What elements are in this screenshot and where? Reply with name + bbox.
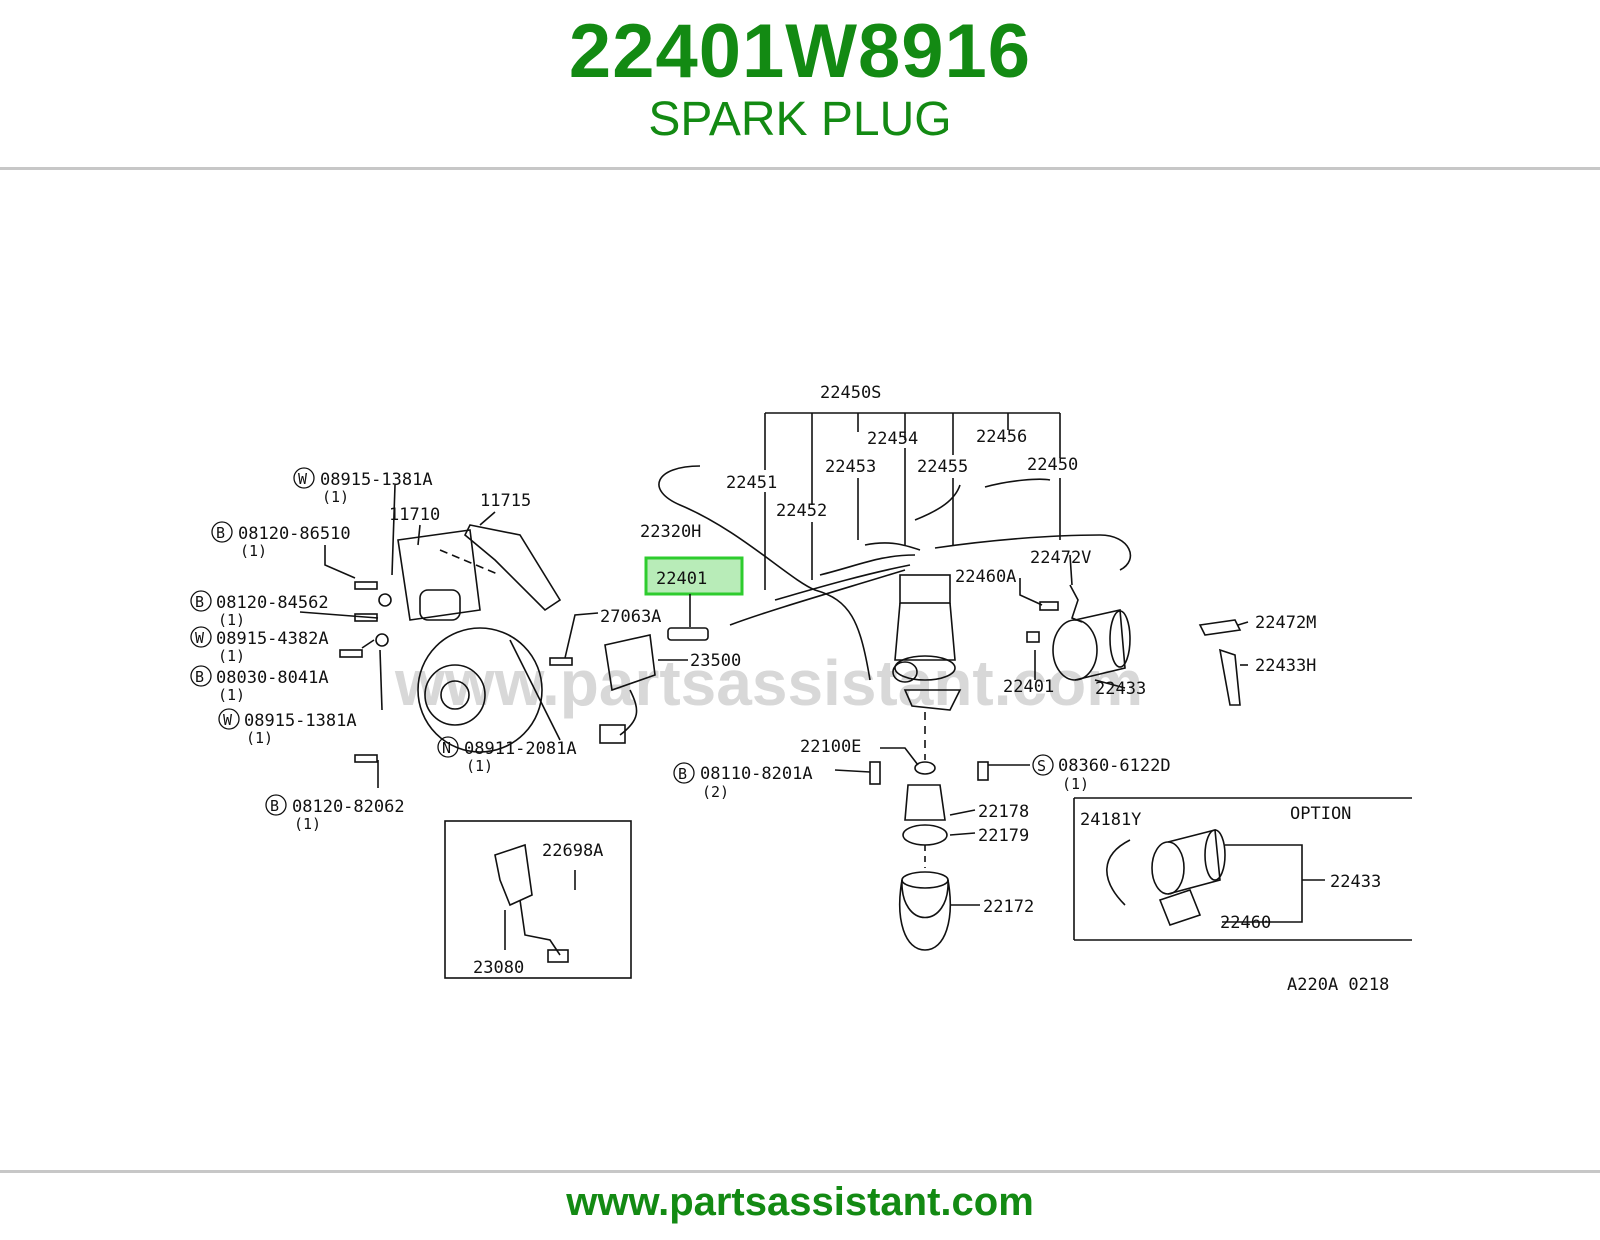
label-22698a[interactable]: 22698A <box>542 841 603 861</box>
bolt-b3-qty: (1) <box>218 686 245 704</box>
label-24181y[interactable]: 24181Y <box>1080 810 1141 830</box>
label-22454[interactable]: 22454 <box>867 429 918 449</box>
bolt-b1-qty: (1) <box>240 542 267 560</box>
bolt-w2-number[interactable]: 08915-4382A <box>216 629 329 649</box>
footer-divider <box>0 1170 1600 1173</box>
bolt-b5-number[interactable]: 08110-8201A <box>700 764 813 784</box>
bolt-b3-symbol: B <box>195 668 204 686</box>
bolt-b4-qty: (1) <box>294 815 321 833</box>
label-11710[interactable]: 11710 <box>389 505 440 525</box>
label-22450s[interactable]: 22450S <box>820 383 881 403</box>
label-22472m[interactable]: 22472M <box>1255 613 1316 633</box>
bolt-w2-symbol: W <box>195 629 205 647</box>
label-22455[interactable]: 22455 <box>917 457 968 477</box>
label-27063a[interactable]: 27063A <box>600 607 661 627</box>
bolt-b4-number[interactable]: 08120-82062 <box>292 797 405 817</box>
bolt-w2-qty: (1) <box>218 647 245 665</box>
part-name-subtitle: SPARK PLUG <box>648 93 952 146</box>
bolt-b2-qty: (1) <box>218 611 245 629</box>
label-22401-spark-plug[interactable]: 22401 <box>656 569 707 589</box>
bolt-b4-symbol: B <box>270 797 279 815</box>
bolt-b3-number[interactable]: 08030-8041A <box>216 668 329 688</box>
bolt-w1-symbol: W <box>298 470 308 488</box>
bolt-w3-symbol: W <box>223 711 233 729</box>
bolt-b1-symbol: B <box>216 524 225 542</box>
label-22433-main[interactable]: 22433 <box>1095 679 1146 699</box>
bolt-n1-symbol: N <box>442 739 451 757</box>
bolt-w3-number[interactable]: 08915-1381A <box>244 711 357 731</box>
bolt-b2-symbol: B <box>195 593 204 611</box>
bolt-b2-number[interactable]: 08120-84562 <box>216 593 329 613</box>
bolt-w1-number[interactable]: 08915-1381A <box>320 470 433 490</box>
label-22433h[interactable]: 22433H <box>1255 656 1316 676</box>
highlight-box-22401[interactable] <box>644 556 744 596</box>
label-23080[interactable]: 23080 <box>473 958 524 978</box>
bolt-n1-qty: (1) <box>466 757 493 775</box>
part-number-title: 22401W8916 <box>568 9 1032 94</box>
label-22179[interactable]: 22179 <box>978 826 1029 846</box>
label-22460[interactable]: 22460 <box>1220 913 1271 933</box>
bolt-b5-symbol: B <box>678 765 687 783</box>
label-22320h[interactable]: 22320H <box>640 522 701 542</box>
label-22460a[interactable]: 22460A <box>955 567 1016 587</box>
label-22451[interactable]: 22451 <box>726 473 777 493</box>
option-label: OPTION <box>1290 804 1351 824</box>
label-22178[interactable]: 22178 <box>978 802 1029 822</box>
label-22472v[interactable]: 22472V <box>1030 548 1091 568</box>
label-22450[interactable]: 22450 <box>1027 455 1078 475</box>
label-22401-coil[interactable]: 22401 <box>1003 677 1054 697</box>
label-23500[interactable]: 23500 <box>690 651 741 671</box>
label-22453[interactable]: 22453 <box>825 457 876 477</box>
page-header: 22401W8916 SPARK PLUG <box>0 0 1600 170</box>
bolt-b1-number[interactable]: 08120-86510 <box>238 524 351 544</box>
label-22100e[interactable]: 22100E <box>800 737 861 757</box>
bolt-w1-qty: (1) <box>322 488 349 506</box>
bolt-w3-qty: (1) <box>246 729 273 747</box>
label-22456[interactable]: 22456 <box>976 427 1027 447</box>
bolt-n1-number[interactable]: 08911-2081A <box>464 739 577 759</box>
bolt-s1-number[interactable]: 08360-6122D <box>1058 756 1171 776</box>
header-divider <box>0 167 1600 170</box>
label-22433-option[interactable]: 22433 <box>1330 872 1381 892</box>
bolt-s1-qty: (1) <box>1062 775 1089 793</box>
footer-website-link[interactable]: www.partsassistant.com <box>566 1180 1034 1224</box>
label-11715[interactable]: 11715 <box>480 491 531 511</box>
label-22452[interactable]: 22452 <box>776 501 827 521</box>
diagram-code: A220A 0218 <box>1287 975 1389 995</box>
bolt-s1-symbol: S <box>1037 757 1046 775</box>
label-22172[interactable]: 22172 <box>983 897 1034 917</box>
bolt-b5-qty: (2) <box>702 783 729 801</box>
